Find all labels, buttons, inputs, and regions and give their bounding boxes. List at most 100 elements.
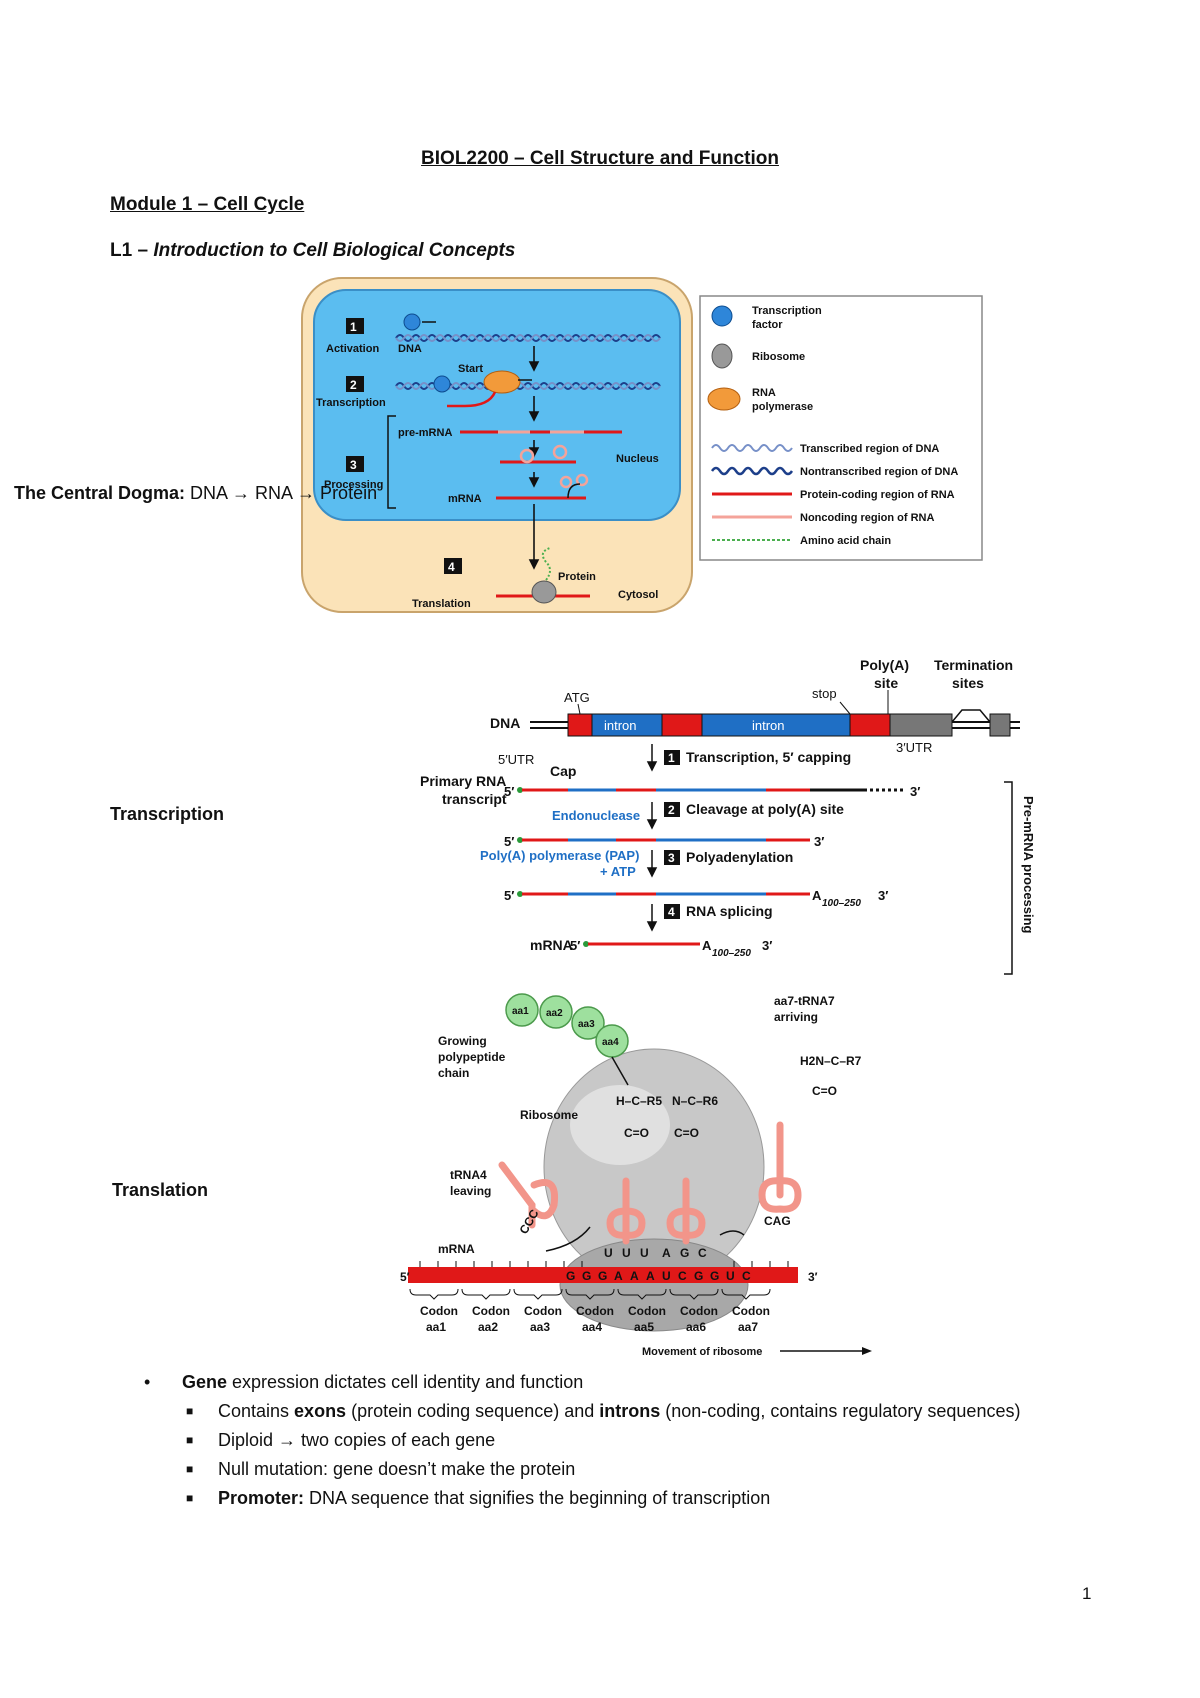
codon-aa1: aa1 [426,1320,446,1334]
subbullet-promoter: ■ Promoter: DNA sequence that signifies … [140,1484,1100,1513]
movement-label: Movement of ribosome [642,1346,762,1358]
step-4-num: 4 [668,905,675,919]
intron-2-label: intron [752,718,785,733]
seq-2: G [582,1269,591,1283]
codon-aa6: aa6 [686,1320,706,1334]
codon-6: Codon [680,1304,718,1318]
chem-co-left: C=O [624,1126,649,1140]
pair-u2: U [622,1246,631,1260]
diploid-text: Diploid → two copies of each gene [218,1430,496,1450]
lecture-heading: L1 – Introduction to Cell Biological Con… [110,240,515,262]
step-1-number: 1 [350,320,357,334]
seq-10: G [710,1269,719,1283]
chem-arriving: H2N–C–R7 [800,1054,862,1068]
growing-line1: Growing [438,1034,487,1048]
a-tail-2: A [702,938,712,953]
three-prime-4: 3′ [762,938,772,953]
codon-aa5: aa5 [634,1320,654,1334]
three-prime-2: 3′ [814,834,824,849]
legend-polymerase-icon [707,387,741,411]
legend-tf-line1: Transcription [752,305,822,317]
step-3-text: Polyadenylation [686,849,793,865]
seq-7: U [662,1269,671,1283]
ribosome-small-subunit [559,1238,749,1332]
step-4-text: RNA splicing [686,903,773,919]
legend-tf-icon [711,305,733,327]
pair-g: G [680,1246,689,1260]
atg-label: ATG [564,690,590,705]
pre-mrna-label: pre-mRNA [398,427,452,439]
translation-step-label: Translation [412,598,471,610]
endonuclease-label: Endonuclease [552,808,640,823]
seq-11: U [726,1269,735,1283]
subbullet-square: ■ [186,1433,194,1447]
nucleus-region [313,289,681,521]
codon-aa2: aa2 [478,1320,498,1334]
subbullet-square: ■ [186,1462,194,1476]
a-sub-2: 100–250 [712,948,751,959]
mrna-row-label: mRNA [438,1242,475,1256]
bullet-dot: • [144,1372,151,1392]
cytosol-label: Cytosol [618,589,658,601]
codon-4: Codon [576,1304,614,1318]
pair-u3: U [640,1246,649,1260]
ribosome-icon [531,580,557,604]
trna-leaving-line1: tRNA4 [450,1168,487,1182]
ribosome-label: Ribosome [520,1108,578,1122]
termination-label: Termination [934,657,1013,673]
pair-u1: U [604,1246,613,1260]
cap-label: Cap [550,763,576,779]
growing-line3: chain [438,1066,469,1080]
seq-12: C [742,1269,751,1283]
notes-list: • Gene expression dictates cell identity… [140,1368,1100,1513]
step-1-num: 1 [668,751,675,765]
mrna-three-prime: 3′ [808,1270,818,1284]
subbullet-null-mutation: ■ Null mutation: gene doesn’t make the p… [140,1455,1100,1484]
bullet-gene-rest: expression dictates cell identity and fu… [227,1372,584,1392]
exons-text-c: (protein coding sequence) and [346,1401,600,1421]
seq-3: G [598,1269,607,1283]
activation-label: Activation [326,343,379,355]
chem-arriving-co: C=O [812,1084,837,1098]
step-2-text: Cleavage at poly(A) site [686,801,844,817]
exons-text-e: (non-coding, contains regulatory sequenc… [660,1401,1021,1421]
polya-site-label: site [874,675,898,691]
seq-1: G [566,1269,575,1283]
subbullet-square: ■ [186,1491,194,1505]
legend-amino: Amino acid chain [800,535,891,547]
codon-5: Codon [628,1304,666,1318]
arriving-line1: aa7-tRNA7 [774,994,835,1008]
protein-label: Protein [558,571,596,583]
lecture-prefix: L1 – [110,240,154,261]
codon-2: Codon [472,1304,510,1318]
step-4-number: 4 [448,560,455,574]
chain-aa1: aa1 [512,1006,529,1017]
anticodon-right: CAG [764,1214,791,1228]
step-2-num: 2 [668,803,675,817]
five-prime-4: 5′ [570,938,580,953]
step-2-number: 2 [350,378,357,392]
step-3-num: 3 [668,851,675,865]
null-mutation-text: Null mutation: gene doesn’t make the pro… [218,1459,576,1479]
page-number: 1 [1082,1584,1092,1603]
step-1-box [346,318,364,334]
primary-line2: transcript [442,791,507,807]
legend-ribosome-icon [711,343,733,369]
document-title: BIOL2200 – Cell Structure and Function [421,148,779,169]
dna-row-label: DNA [490,715,520,731]
promoter-bold: Promoter: [218,1488,305,1508]
rna-polymerase-icon [483,370,521,394]
seq-8: C [678,1269,687,1283]
five-prime-2: 5′ [504,834,514,849]
three-prime-3: 3′ [878,888,888,903]
subbullet-exons: ■ Contains exons (protein coding sequenc… [140,1397,1100,1426]
mrna-label: mRNA [448,493,482,505]
stop-label: stop [812,686,837,701]
nucleus-label: Nucleus [616,453,659,465]
legend-nontranscribed: Nontranscribed region of DNA [800,466,958,478]
translation-label: Translation [112,1180,209,1200]
legend-coding: Protein-coding region of RNA [800,489,955,501]
premrna-processing-label: Pre-mRNA processing [1021,796,1036,934]
exons-text-a: Contains [218,1401,295,1421]
transcription-factor-icon [403,313,421,331]
